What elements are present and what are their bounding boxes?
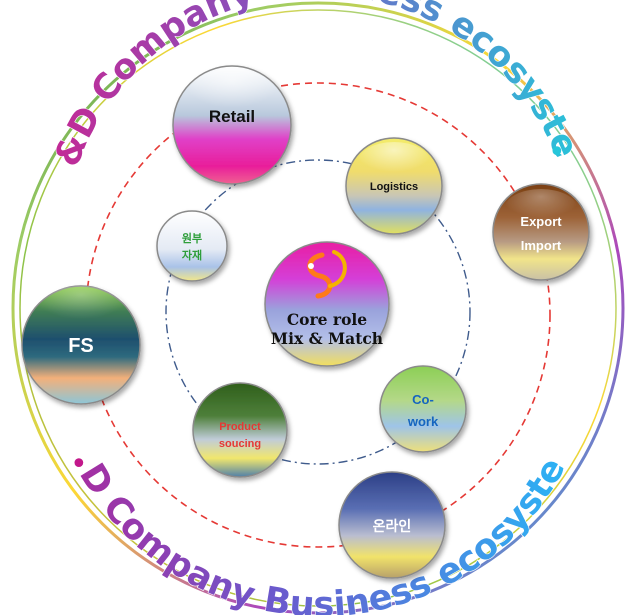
node-logistics-label: Logistics [370,181,418,193]
outer-ring [11,1,625,615]
node-import-label: Import [521,238,562,253]
core-logo-icon [307,250,347,299]
bullet-bottom-left: • [70,447,88,482]
outer-ring-inner [19,9,617,607]
node-retail[interactable] [172,65,292,185]
node-export-label: Export [520,214,562,229]
node-product-sourcing[interactable] [192,382,288,478]
node-raw-label-2: 자재 [182,248,202,262]
core-label-line1: Core role [287,310,367,329]
node-cowork-label-1: Co- [412,392,434,407]
node-online-label: 온라인 [373,518,412,534]
node-online[interactable] [338,471,446,579]
node-cowork-label-2: work [407,414,439,429]
outer-orbit [85,82,551,548]
node-product-label-2: soucing [219,438,261,450]
node-retail-label: Retail [209,107,255,126]
node-cowork[interactable] [379,365,467,453]
node-fs[interactable] [21,285,141,405]
node-raw-materials[interactable] [156,210,228,282]
bullet-top-right: • [548,135,566,170]
core-label-line2: Mix & Match [271,329,383,348]
node-product-label-1: Product [219,421,261,433]
inner-orbit [165,159,471,465]
node-logistics[interactable] [345,137,443,235]
node-core[interactable] [264,241,390,367]
node-export-import[interactable] [492,183,590,281]
node-fs-label: FS [68,335,94,357]
node-raw-label-1: 원부 [182,231,202,245]
